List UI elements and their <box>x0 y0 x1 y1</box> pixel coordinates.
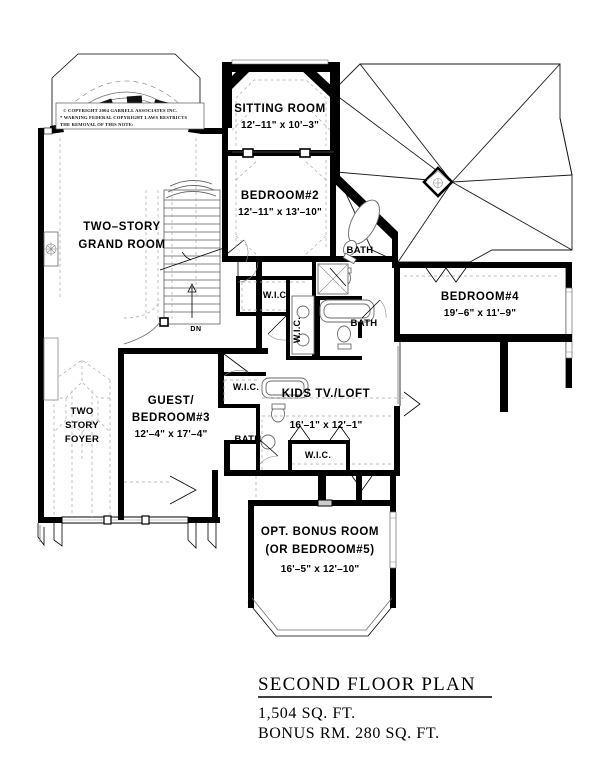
toilet-icon-guest <box>271 403 286 423</box>
shower-stall <box>317 263 349 295</box>
kids-loft-dimensions: 16'–1" x 12'–1" <box>290 420 363 431</box>
bathtub-mid <box>319 299 375 323</box>
vanity-sinks <box>291 295 315 355</box>
room-labels: SITTING ROOM 12'–11" x 10'–3" BEDROOM#2 … <box>65 103 519 575</box>
bath-mid-label: BATH <box>351 318 378 329</box>
grand-room-open-below <box>59 138 197 300</box>
bathtub-guest <box>261 377 309 399</box>
grand-room-name-line2: GRAND ROOM <box>78 239 165 251</box>
copyright-line2: * WARNING FEDERAL COPYRIGHT LAWS RESTRIC… <box>60 115 188 120</box>
toilet-icon-lower <box>337 325 352 350</box>
copyright-line1: © COPYRIGHT 2004 GARRELL ASSOCIATES INC. <box>63 108 177 113</box>
foyer-name-line3: FOYER <box>65 434 99 445</box>
stair-direction-label: DN <box>190 326 201 333</box>
foyer-name-line1: TWO <box>70 406 93 417</box>
staircase: DN <box>123 180 225 345</box>
plan-area-bonus: BONUS RM. 280 SQ. FT. <box>258 725 440 742</box>
ceiling-tray-lines <box>231 79 331 257</box>
plan-title: SECOND FLOOR PLAN <box>258 674 476 695</box>
roof-vent-icon <box>422 166 454 198</box>
bedroom4-dimensions: 19'–6" x 11'–9" <box>444 308 516 319</box>
two-story-foyer-opening <box>43 231 111 517</box>
bedroom2-windows <box>231 59 329 65</box>
bedroom4-window <box>565 287 573 359</box>
bath-fixtures <box>260 199 560 450</box>
guest-bedroom3-dimensions: 12'–4" x 17'–4" <box>135 429 208 440</box>
loft-detail-lines <box>255 420 263 500</box>
bonus-room-dimensions: 16'–5" x 12'–10" <box>281 564 360 575</box>
bonus-room-name-line1: OPT. BONUS ROOM <box>261 526 379 538</box>
bedroom2-dimensions: 12'–11" x 13'–10" <box>238 207 322 218</box>
exterior-walls <box>37 62 573 637</box>
foyer-name-line2: STORY <box>65 420 99 431</box>
window-sill-hatch <box>43 127 53 135</box>
wic-vertical-label: W.I.C. <box>292 317 302 343</box>
bedroom4-name: BEDROOM#4 <box>441 291 519 303</box>
sink-icon-guest <box>260 434 276 450</box>
grand-room-name-line1: TWO–STORY <box>83 221 161 233</box>
bath-upper-label: BATH <box>347 245 374 256</box>
copyright-line3: THE REMOVAL OF THIS NOTE: <box>60 122 134 127</box>
foyer-window <box>61 515 189 525</box>
sitting-room-name: SITTING ROOM <box>234 103 326 115</box>
wic-guest-label: W.I.C. <box>233 382 259 392</box>
guest-bedroom3-name-line2: BEDROOM#3 <box>132 412 210 424</box>
wic-bonus-label: W.I.C. <box>305 450 331 460</box>
wic-bedroom2-label: W.I.C. <box>263 290 289 300</box>
bedroom2-name: BEDROOM#2 <box>241 190 319 202</box>
kids-loft-name: KIDS TV./LOFT <box>282 388 371 400</box>
bath-guest-label: BATH <box>235 434 262 445</box>
toilet-icon-upper <box>342 240 358 265</box>
plan-area-main: 1,504 SQ. FT. <box>258 705 356 722</box>
bonus-room-window <box>389 511 397 569</box>
sitting-room-dimensions: 12'–11" x 10'–3" <box>241 120 319 131</box>
front-porch-columns <box>37 470 218 549</box>
compass-marker-icon <box>44 242 58 256</box>
guest-bedroom3-name-line1: GUEST/ <box>148 395 195 407</box>
title-block: SECOND FLOOR PLAN 1,504 SQ. FT. BONUS RM… <box>258 674 492 742</box>
door-swings <box>124 239 467 505</box>
copyright-notice: © COPYRIGHT 2004 GARRELL ASSOCIATES INC.… <box>55 102 205 130</box>
bonus-room-name-line2: (OR BEDROOM#5) <box>265 544 374 556</box>
